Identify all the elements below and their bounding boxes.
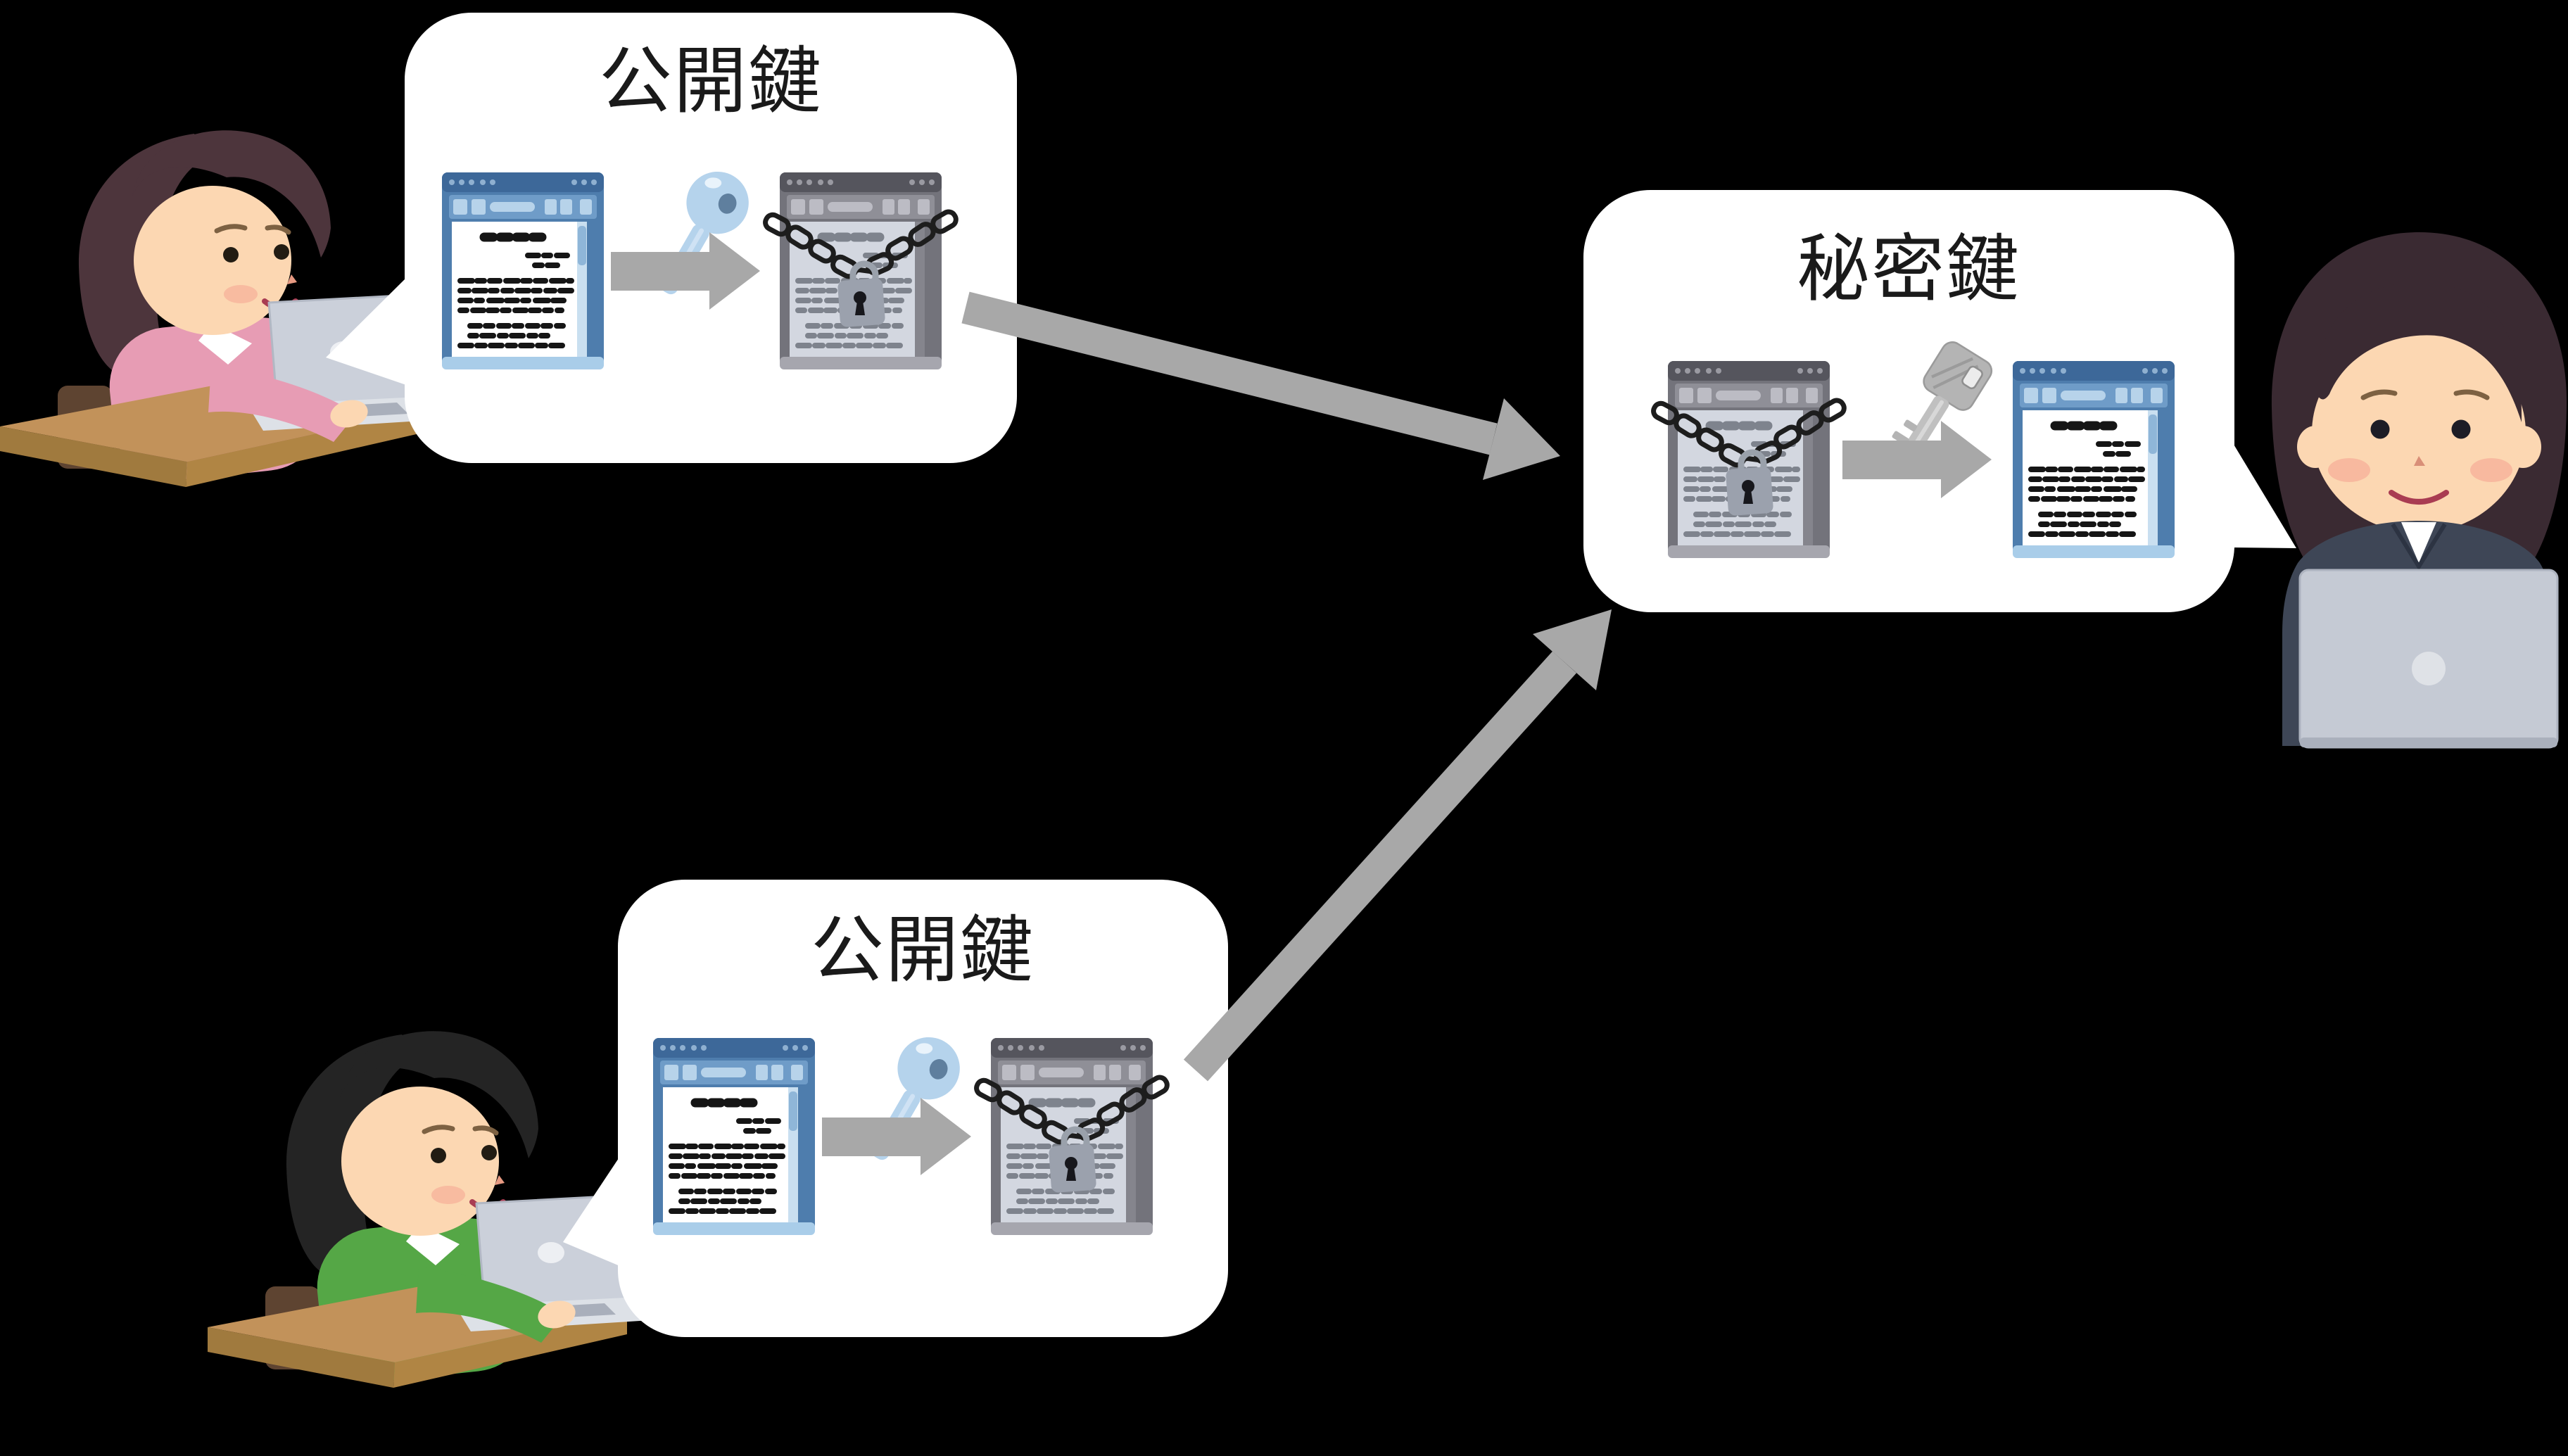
hair-bangs: [2316, 281, 2522, 422]
face: [2312, 333, 2526, 533]
laptop-hinge: [2300, 738, 2557, 747]
lapel: [2391, 523, 2447, 571]
speech-bubble-public-key-top: 公開鍵: [326, 13, 1017, 463]
shirt: [2401, 522, 2436, 563]
bubble-label: 公開鍵: [811, 907, 1035, 993]
bubble-tail: [326, 276, 408, 386]
locked-document-icon: [763, 172, 959, 369]
nose: [2414, 456, 2425, 466]
laptop-logo: [2412, 652, 2446, 685]
bubble-tail: [2231, 440, 2296, 548]
transfer-arrow-top: [961, 291, 1560, 480]
locked-document-icon: [974, 1038, 1170, 1235]
speech-bubble-public-key-bottom: 公開鍵: [563, 880, 1228, 1337]
speech-bubble-private-key: 秘密鍵: [1583, 190, 2296, 612]
document-icon: [442, 172, 604, 369]
blush: [2328, 458, 2370, 482]
person-receiver: [2271, 232, 2567, 749]
document-icon: [653, 1038, 815, 1235]
blush: [2470, 458, 2512, 482]
eye: [2370, 419, 2390, 439]
document-icon: [2013, 361, 2175, 558]
bubble-tail: [563, 1154, 621, 1267]
bubble-label: 公開鍵: [599, 38, 823, 124]
eye: [2451, 419, 2471, 439]
transfer-arrow-bottom: [1183, 609, 1612, 1082]
locked-document-icon: [1651, 361, 1847, 558]
bubble-label: 秘密鍵: [1797, 226, 2020, 312]
